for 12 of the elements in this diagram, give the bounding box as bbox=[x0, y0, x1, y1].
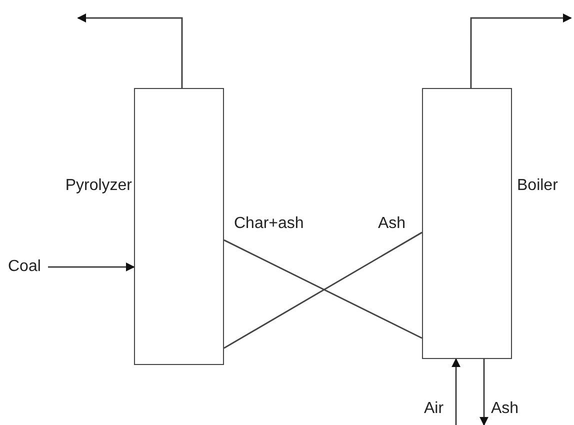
edge-label: Char+ash bbox=[234, 214, 304, 234]
arrow bbox=[470, 14, 572, 88]
stream-label: Coal bbox=[8, 257, 41, 277]
vessel-label: Boiler bbox=[517, 176, 558, 196]
arrow bbox=[77, 14, 183, 88]
vessel-label: Pyrolyzer bbox=[65, 176, 132, 196]
arrow bbox=[48, 262, 135, 272]
edge-label: Ash bbox=[378, 214, 406, 234]
edge-label: Air bbox=[424, 399, 444, 419]
edge-label: Ash bbox=[491, 399, 519, 419]
arrow bbox=[452, 358, 461, 425]
arrow bbox=[480, 359, 488, 425]
